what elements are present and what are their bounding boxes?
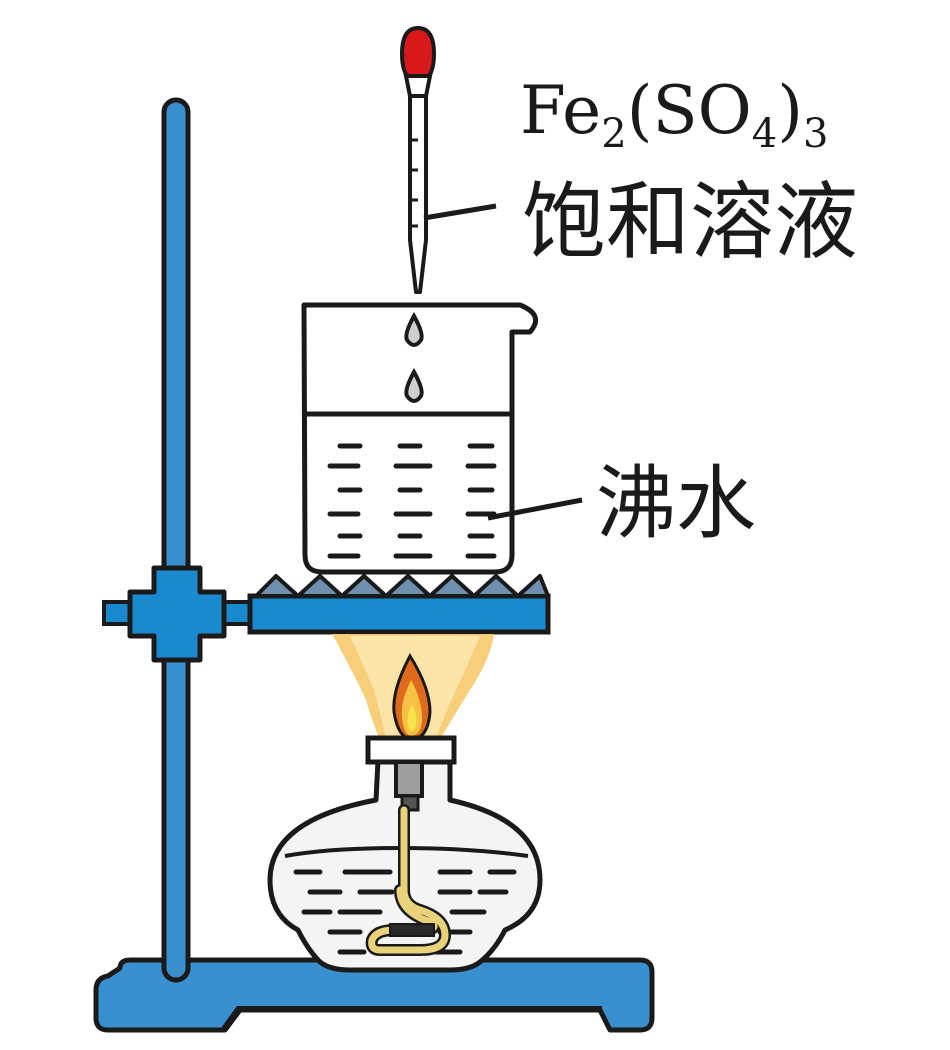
formula-open: (SO <box>626 72 752 149</box>
formula-sub-3: 3 <box>802 111 829 157</box>
stand-rod <box>161 97 191 983</box>
alcohol-lamp <box>267 735 543 973</box>
water-dashes <box>327 443 497 559</box>
leader-line-water <box>487 497 583 521</box>
leader-line-solution <box>423 203 497 221</box>
clamp-boss <box>102 565 260 663</box>
formula-base: Fe <box>520 72 602 149</box>
flame-icon <box>392 652 432 742</box>
formula-sub-1: 2 <box>601 111 627 157</box>
wick-holder <box>394 760 424 798</box>
dropper <box>399 25 437 294</box>
stand-base <box>93 957 655 1033</box>
lamp-cap <box>365 735 457 765</box>
formula-close: ) <box>777 72 803 149</box>
formula-sub-2: 4 <box>751 111 778 157</box>
saturated-solution-label: 饱和溶液 <box>522 173 859 271</box>
beaker <box>301 302 539 575</box>
droplets <box>404 311 424 403</box>
formula-label: Fe2(SO4)3 <box>520 78 828 155</box>
dropper-bulb <box>399 25 437 82</box>
boiling-water-label: 沸水 <box>596 457 756 550</box>
ring-support <box>247 574 551 635</box>
